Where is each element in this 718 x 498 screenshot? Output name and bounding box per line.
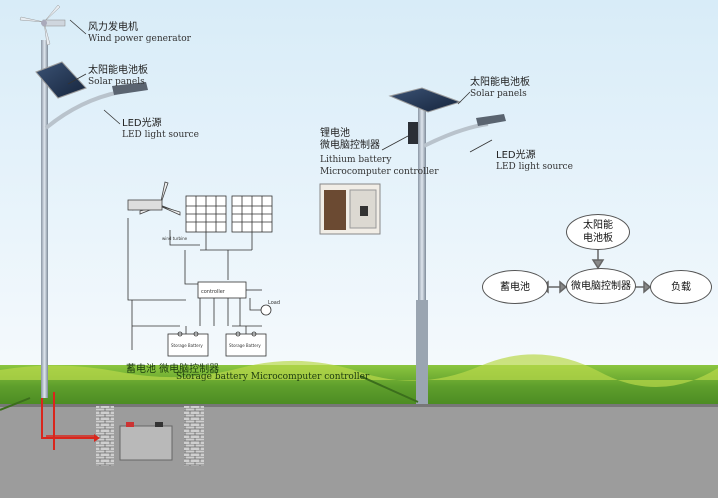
right-solar-label-cn: 太阳能电池板 bbox=[470, 77, 530, 88]
wiring-battery1-label: Storage Battery bbox=[171, 343, 203, 348]
mini-turbine bbox=[127, 181, 181, 216]
right-led-label-cn: LED光源 bbox=[496, 150, 536, 161]
right-led-lamp bbox=[476, 114, 506, 126]
right-pole bbox=[418, 108, 426, 404]
battery-label-en: Storage battery Microcomputer controller bbox=[176, 372, 370, 382]
flow-load-text: 负载 bbox=[671, 281, 691, 293]
wind-label-cn: 风力发电机 bbox=[88, 22, 138, 33]
wiring-turbine-label: wind turbine bbox=[162, 236, 188, 241]
battery-label-cn: 蓄电池 微电脑控制器 bbox=[126, 364, 220, 375]
right-solar-panel bbox=[388, 87, 462, 113]
underground-battery bbox=[119, 425, 173, 461]
right-solar-label-en: Solar panels bbox=[470, 89, 527, 99]
wiring-battery2-label: Storage Battery bbox=[229, 343, 261, 348]
left-led-label-cn: LED光源 bbox=[122, 118, 162, 129]
wiring-load-label: Load bbox=[268, 300, 280, 306]
flow-node-battery: 蓄电池 bbox=[482, 270, 548, 304]
left-pole bbox=[41, 40, 48, 398]
controller-label-en-2: Microcomputer controller bbox=[320, 167, 439, 177]
left-led-lamp bbox=[112, 82, 148, 95]
pit-wall-right bbox=[184, 406, 204, 466]
flow-battery-text: 蓄电池 bbox=[500, 281, 530, 293]
flow-node-solar-panel: 太阳能电池板 bbox=[566, 214, 630, 250]
controller-box bbox=[408, 122, 418, 144]
wiring-controller-label: controller bbox=[201, 289, 225, 295]
pit-wall-left bbox=[96, 406, 114, 466]
wind-turbine bbox=[19, 4, 66, 46]
wind-label-en: Wind power generator bbox=[88, 34, 191, 44]
controller-label-cn-1: 锂电池 bbox=[320, 128, 350, 139]
right-led-label-en: LED light source bbox=[496, 162, 573, 172]
flow-controller-text: 微电脑控制器 bbox=[571, 280, 631, 292]
controller-label-en-1: Lithium battery bbox=[320, 155, 392, 165]
left-solar-label-en: Solar panels bbox=[88, 77, 145, 87]
flow-solar-panel-text: 太阳能电池板 bbox=[583, 220, 613, 244]
wiring-diagram bbox=[127, 195, 273, 357]
controller-label-cn-2: 微电脑控制器 bbox=[320, 140, 380, 151]
flow-node-load: 负载 bbox=[650, 270, 712, 304]
left-solar-panel bbox=[35, 61, 87, 99]
left-solar-label-cn: 太阳能电池板 bbox=[88, 65, 148, 76]
flow-node-controller: 微电脑控制器 bbox=[566, 268, 636, 304]
left-led-label-en: LED light source bbox=[122, 130, 199, 140]
